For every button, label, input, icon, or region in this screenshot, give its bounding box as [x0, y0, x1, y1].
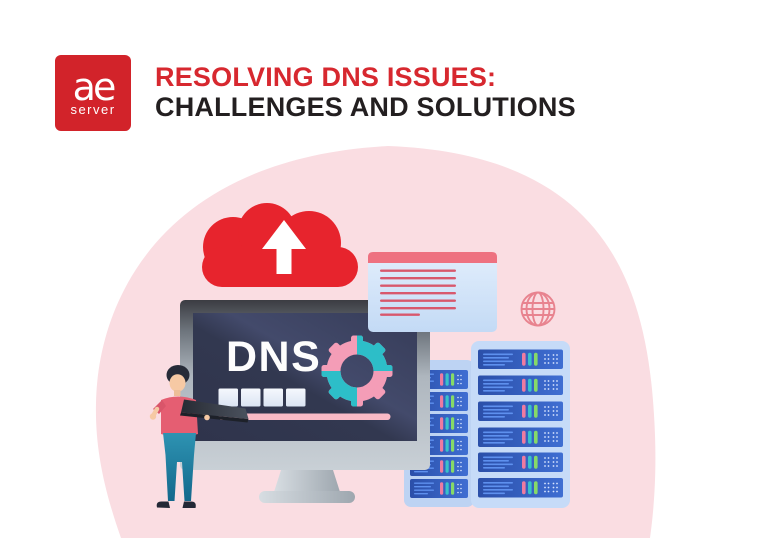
upload-arrow-icon [262, 220, 306, 274]
person [149, 365, 249, 508]
screen-underline [218, 413, 391, 420]
title-line1: RESOLVING DNS ISSUES: [155, 62, 497, 92]
cloud-upload-icon [202, 203, 358, 287]
logo-subtext: server [70, 101, 116, 117]
monitor-stand [274, 470, 340, 492]
screen-label: DNS [226, 333, 321, 381]
person-shoe-right [182, 501, 196, 508]
monitor: DNS [180, 300, 430, 503]
person-face [169, 374, 186, 392]
logo-mark: ae [72, 64, 117, 109]
monitor-stand-base [259, 491, 355, 503]
document-window [368, 252, 497, 332]
document-header-bar [368, 252, 497, 263]
server-rack-front [471, 341, 570, 508]
laptop [149, 399, 249, 423]
globe-icon [520, 291, 556, 327]
loading-squares [218, 388, 306, 407]
person-pants [163, 433, 196, 501]
page-title: RESOLVING DNS ISSUES: CHALLENGES AND SOL… [155, 62, 576, 122]
person-shoe-left [156, 501, 170, 508]
aeserver-logo: ae server [55, 55, 131, 131]
title-line2: CHALLENGES AND SOLUTIONS [155, 92, 576, 122]
document-text-lines [380, 269, 456, 316]
